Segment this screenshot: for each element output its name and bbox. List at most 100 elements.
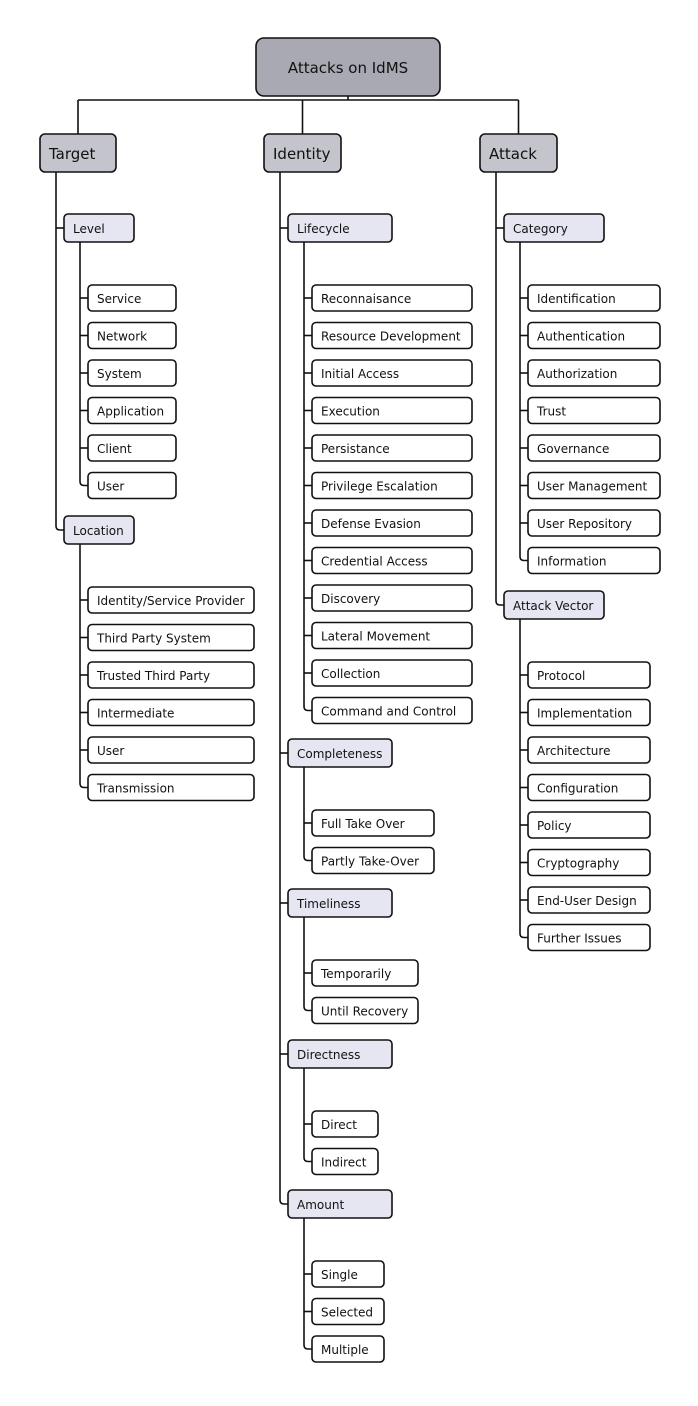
leaf-direct-box: [311, 1110, 379, 1138]
leaf-discovery-label: Discovery: [321, 592, 380, 606]
leaf-user-repository-box: [527, 509, 661, 537]
leaf-trusted-third-party: Trusted Third Party: [87, 661, 255, 689]
leaf-temporarily-label: Temporarily: [320, 967, 391, 981]
group-category: Category: [503, 213, 605, 243]
group-level-box: [63, 213, 135, 243]
root-node-box: [255, 37, 441, 97]
leaf-lateral-movement: Lateral Movement: [311, 621, 473, 650]
leaf-trusted-third-party-box: [87, 661, 255, 689]
leaf-end-user-design: End-User Design: [527, 886, 651, 914]
leaf-credential-access-box: [311, 546, 473, 575]
root-node-label: Attacks on IdMS: [288, 59, 408, 77]
group-lifecycle: Lifecycle: [287, 213, 393, 243]
leaf-resource-development-box: [311, 321, 473, 350]
leaf-resource-development: Resource Development: [311, 321, 473, 350]
leaf-privilege-escalation-label: Privilege Escalation: [321, 480, 438, 494]
leaf-selected-label: Selected: [321, 1306, 373, 1320]
leaf-network-box: [87, 321, 177, 350]
leaf-partly-take-over-box: [311, 846, 435, 875]
leaf-protocol-box: [527, 661, 651, 689]
leaf-intermediate: Intermediate: [87, 698, 255, 727]
group-directness-box: [287, 1039, 393, 1069]
column-target-box: [39, 133, 117, 173]
leaf-third-party-system-box: [87, 623, 255, 652]
leaf-full-take-over-label: Full Take Over: [321, 817, 405, 831]
leaf-configuration: Configuration: [527, 773, 651, 802]
leaf-indirect-label: Indirect: [321, 1156, 367, 1170]
leaf-temporarily-box: [311, 959, 419, 987]
leaf-information-label: Information: [537, 555, 606, 569]
leaf-direct: Direct: [311, 1110, 379, 1138]
group-timeliness-label: Timeliness: [296, 897, 361, 911]
leaf-privilege-escalation: Privilege Escalation: [311, 471, 473, 500]
leaf-command-and-control-label: Command and Control: [321, 705, 456, 719]
column-identity: Identity: [263, 133, 342, 173]
leaf-service-box: [87, 284, 177, 312]
group-directness: Directness: [287, 1039, 393, 1069]
leaf-application-label: Application: [97, 405, 164, 419]
leaf-client-box: [87, 434, 177, 462]
leaf-authorization-box: [527, 359, 661, 387]
column-target: Target: [39, 133, 117, 173]
group-completeness-box: [287, 738, 393, 768]
leaf-user-management-label: User Management: [537, 480, 648, 494]
leaf-lateral-movement-box: [311, 621, 473, 650]
connector-line: [79, 544, 88, 789]
root-node: Attacks on IdMS: [255, 37, 441, 97]
leaf-direct-label: Direct: [321, 1118, 357, 1132]
leaf-implementation-label: Implementation: [537, 707, 632, 721]
leaf-user: User: [87, 736, 255, 764]
group-level-label: Level: [73, 222, 105, 236]
leaf-authentication-label: Authentication: [537, 330, 625, 344]
diagram-nodes: Attacks on IdMSTargetLevelServiceNetwork…: [39, 37, 661, 1363]
connector-line: [495, 172, 504, 606]
leaf-collection: Collection: [311, 659, 473, 687]
leaf-temporarily: Temporarily: [311, 959, 419, 987]
leaf-authorization: Authorization: [527, 359, 661, 387]
leaf-user-box: [87, 471, 177, 500]
group-directness-label: Directness: [297, 1048, 360, 1062]
leaf-protocol: Protocol: [527, 661, 651, 689]
leaf-credential-access-label: Credential Access: [321, 555, 428, 569]
leaf-defense-evasion: Defense Evasion: [311, 509, 473, 537]
leaf-trusted-third-party-label: Trusted Third Party: [96, 669, 210, 683]
leaf-persistance-box: [311, 434, 473, 462]
leaf-until-recovery-box: [311, 996, 419, 1025]
connector-lines: [55, 96, 528, 1350]
leaf-multiple-box: [311, 1335, 385, 1363]
leaf-resource-development-label: Resource Development: [321, 330, 461, 344]
leaf-trust-box: [527, 396, 661, 425]
group-location-label: Location: [73, 524, 124, 538]
leaf-initial-access-box: [311, 359, 473, 387]
connector-line: [79, 242, 88, 487]
column-target-label: Target: [48, 145, 96, 163]
leaf-application-box: [87, 396, 177, 425]
group-category-label: Category: [513, 222, 568, 236]
leaf-until-recovery: Until Recovery: [311, 996, 419, 1025]
leaf-third-party-system-label: Third Party System: [96, 632, 211, 646]
connector-line: [55, 172, 64, 531]
leaf-selected-box: [311, 1297, 385, 1326]
leaf-authentication: Authentication: [527, 321, 661, 350]
leaf-information-box: [527, 546, 661, 575]
leaf-reconnaisance-box: [311, 284, 473, 312]
leaf-identification-label: Identification: [537, 292, 616, 306]
leaf-further-issues: Further Issues: [527, 923, 651, 952]
leaf-governance: Governance: [527, 434, 661, 462]
leaf-client-label: Client: [97, 442, 132, 456]
leaf-policy-label: Policy: [537, 819, 572, 833]
group-timeliness-box: [287, 888, 393, 918]
leaf-further-issues-label: Further Issues: [537, 932, 622, 946]
leaf-user-management: User Management: [527, 471, 661, 500]
group-completeness: Completeness: [287, 738, 393, 768]
leaf-cryptography-box: [527, 848, 651, 877]
leaf-configuration-label: Configuration: [537, 782, 618, 796]
leaf-transmission: Transmission: [87, 773, 255, 802]
leaf-application: Application: [87, 396, 177, 425]
leaf-transmission-box: [87, 773, 255, 802]
leaf-until-recovery-label: Until Recovery: [321, 1005, 408, 1019]
column-attack-box: [479, 133, 558, 173]
leaf-credential-access: Credential Access: [311, 546, 473, 575]
leaf-identity-service-provider: Identity/Service Provider: [87, 586, 255, 614]
leaf-identification: Identification: [527, 284, 661, 312]
